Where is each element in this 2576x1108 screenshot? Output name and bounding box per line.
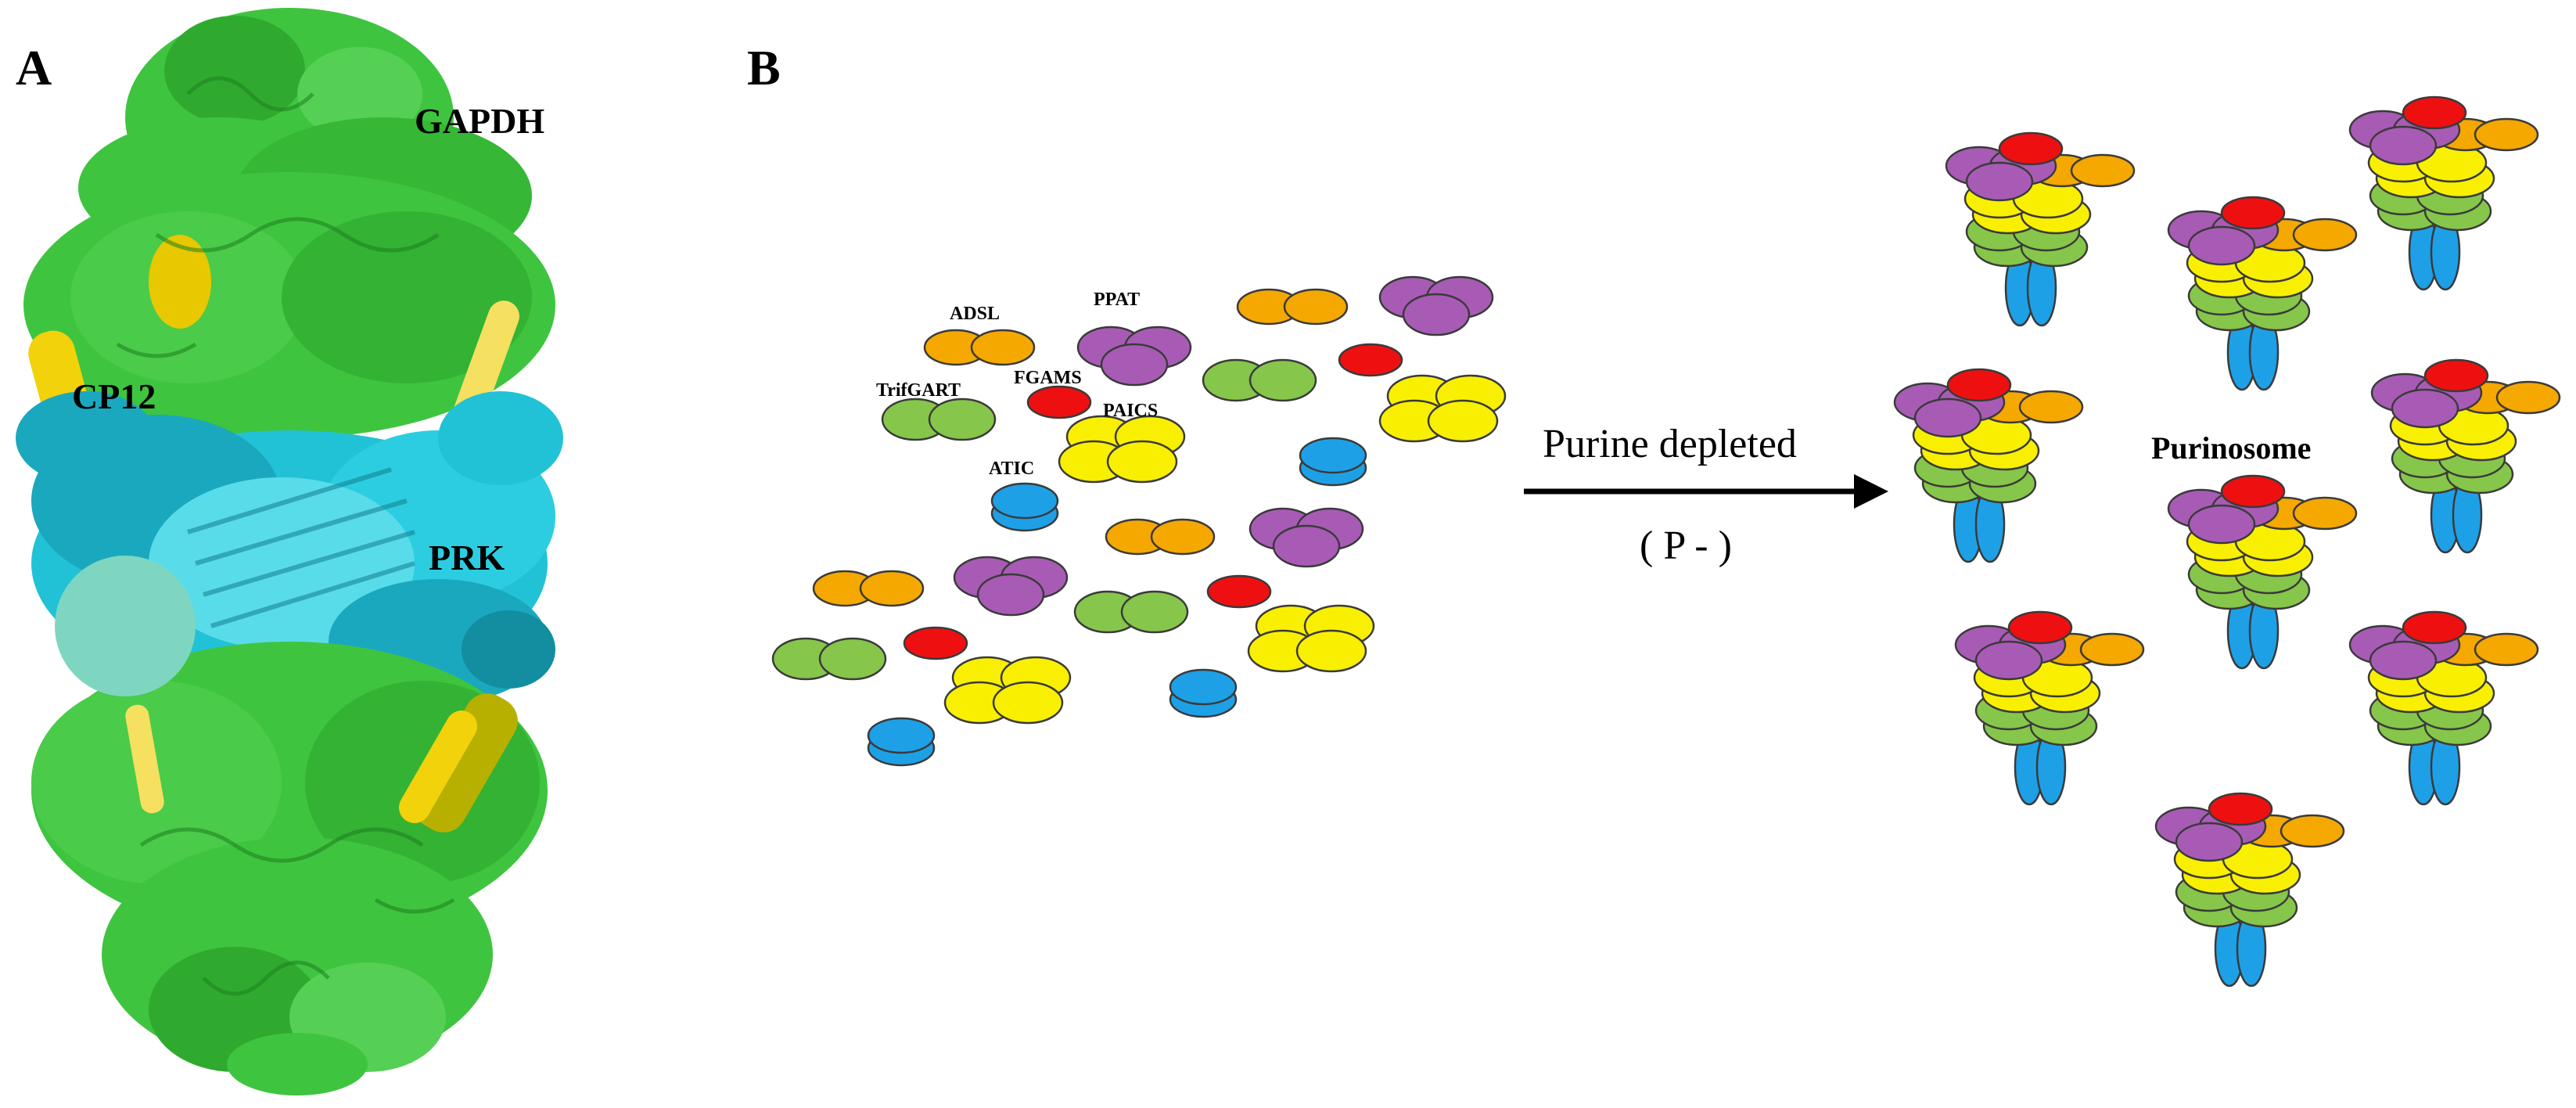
arrow-top-label: Purine depleted [1543, 422, 1797, 466]
paics-label: PAICS [1103, 401, 1158, 421]
purinosome-cluster [2167, 196, 2358, 391]
paics-enzyme [1058, 415, 1186, 484]
protein-complex-structure [16, 8, 563, 1095]
paics-enzyme [1378, 374, 1507, 443]
fgams-label: FGAMS [1014, 368, 1082, 388]
ppat-enzyme [1378, 275, 1494, 336]
adsl-enzyme [923, 329, 1036, 366]
prk-label: PRK [429, 538, 505, 577]
fgams-enzyme [1338, 343, 1403, 377]
fgams-enzyme [1206, 574, 1272, 609]
gapdh-label: GAPDH [415, 101, 544, 141]
adsl-enzyme [1105, 518, 1216, 556]
purinosome-cluster [2370, 358, 2561, 554]
arrow-bottom-label: ( P - ) [1640, 523, 1732, 568]
ppat-enzyme [1076, 326, 1192, 387]
fgams-enzyme [903, 626, 968, 660]
ppat-enzyme [953, 556, 1069, 617]
purinosome-label: Purinosome [2151, 430, 2311, 466]
purinosome-cluster [1954, 610, 2145, 806]
adsl-enzyme [812, 570, 925, 607]
ppat-enzyme [1248, 507, 1364, 568]
trifgart-enzyme [1202, 358, 1317, 402]
scattered-enzymes [771, 275, 1507, 767]
trifgart-enzyme [1073, 590, 1189, 634]
atic-enzyme [1169, 668, 1238, 718]
purinosome-cluster [1893, 368, 2084, 563]
panel-b-label: B [747, 40, 781, 95]
atic-enzyme [1299, 437, 1367, 487]
trifgart-enzyme [881, 398, 997, 441]
paics-enzyme [943, 656, 1072, 725]
cp12-label: CP12 [72, 376, 156, 416]
panel-a-label: A [16, 40, 52, 95]
purinosome-cluster [2154, 792, 2345, 987]
purinosome-cluster [2167, 474, 2358, 670]
fgams-enzyme [1026, 385, 1092, 419]
trifgart-label: TrifGART [876, 380, 961, 401]
atic-enzyme [990, 482, 1059, 532]
paics-enzyme [1247, 604, 1375, 673]
atic-label: ATIC [989, 459, 1034, 479]
atic-enzyme [867, 717, 936, 767]
transition-arrow [1524, 474, 1888, 509]
adsl-enzyme [1236, 288, 1349, 326]
purinosome-cluster [2348, 95, 2539, 291]
purinosome-cluster [2348, 610, 2539, 806]
purinosome-cluster [1945, 131, 2136, 327]
ppat-label: PPAT [1094, 290, 1140, 310]
adsl-label: ADSL [950, 304, 1000, 324]
trifgart-enzyme [771, 637, 887, 681]
